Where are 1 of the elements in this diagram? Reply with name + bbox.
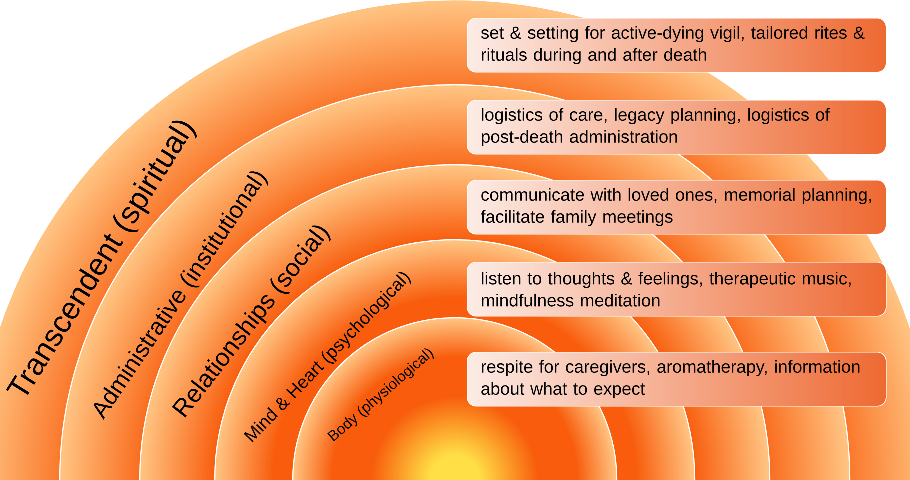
- text-box: set & setting for active-dying vigil, tailored rites & rituals during and after death: [467, 18, 887, 73]
